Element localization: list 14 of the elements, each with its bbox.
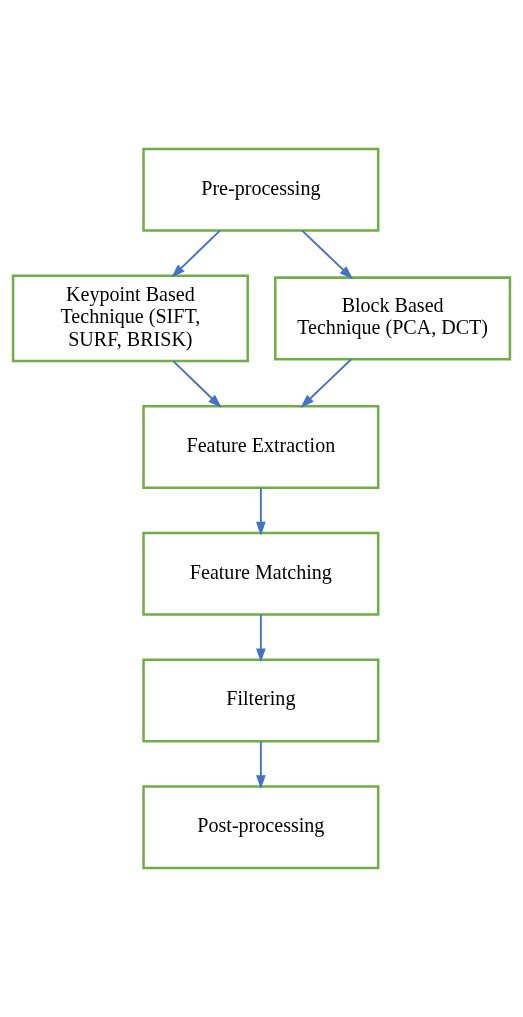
node-box: Feature Matching	[142, 531, 380, 616]
arrow	[256, 740, 266, 790]
node-box: Pre-processing	[142, 147, 380, 232]
arrow	[256, 613, 266, 663]
node-box: Block Based Technique (PCA, DCT)	[274, 276, 512, 361]
arrow	[300, 358, 353, 408]
node-box: Filtering	[142, 658, 380, 743]
arrow	[301, 229, 354, 280]
node-box: Feature Extraction	[142, 405, 380, 490]
arrow	[171, 229, 221, 278]
arrow	[256, 487, 266, 536]
arrow	[172, 360, 222, 408]
node-box: Keypoint Based Technique (SIFT, SURF, BRISK)	[11, 274, 249, 363]
node-box: Post-processing	[142, 785, 380, 870]
